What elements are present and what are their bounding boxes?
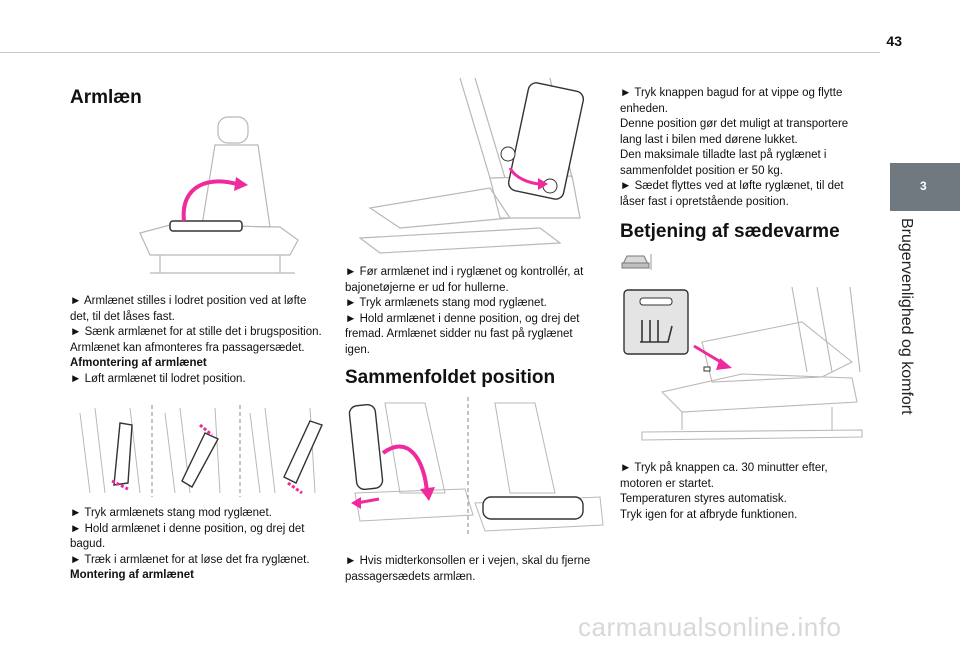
mounting-instructions: ► Før armlænet ind i ryglænet og kontrol…	[345, 265, 600, 358]
text-line: Armlænet kan afmonteres fra passagersæde…	[70, 341, 305, 354]
seat-heating-instructions: ► Tryk på knappen ca. 30 minutter efter,…	[620, 461, 860, 523]
header-rule	[0, 52, 880, 53]
car-equipment-icon	[620, 250, 654, 272]
subheading-removal: Afmontering af armlænet	[70, 357, 207, 369]
folding-instructions: ► Tryk knappen bagud for at vippe og fly…	[620, 86, 860, 210]
text-line: Temperaturen styres automatisk.	[620, 493, 787, 505]
armrest-instructions: ► Armlænet stilles i lodret position ved…	[70, 294, 325, 387]
section-heading-folded: Sammenfoldet position	[345, 367, 556, 388]
text-line: ► Sædet flyttes ved at løfte ryglænet, t…	[620, 180, 844, 208]
text-line: ► Tryk knappen bagud for at vippe og fly…	[620, 87, 843, 115]
section-heading-armrest: Armlæn	[70, 87, 142, 108]
text-line: Den maksimale tilladte last på ryglænet …	[620, 149, 827, 177]
text-line: ► Hold armlænet i denne position, og dre…	[345, 312, 580, 356]
text-line: ► Tryk armlænets stang mod ryglænet.	[345, 297, 547, 309]
text-line: ► Armlænet stilles i lodret position ved…	[70, 295, 307, 323]
chapter-number: 3	[920, 179, 927, 193]
subheading-mounting: Montering af armlænet	[70, 569, 194, 581]
folded-seat-illustration	[345, 393, 607, 541]
text-line: ► Sænk armlænet for at stille det i brug…	[70, 326, 322, 338]
armrest-mounting-illustration	[340, 78, 602, 258]
text-line: ► Træk i armlænet for at løse det fra ry…	[70, 553, 310, 566]
text-line: ► Hold armlænet i denne position, og dre…	[70, 522, 305, 551]
text-line: ► Hvis midterkonsollen er i vejen, skal …	[345, 555, 591, 583]
text-line: ► Tryk armlænets stang mod ryglænet.	[70, 507, 272, 519]
text-line: Tryk igen for at afbryde funktionen.	[620, 508, 798, 521]
armrest-removal-steps-illustration	[70, 403, 332, 499]
page-number: 43	[886, 33, 902, 49]
seat-armrest-raise-illustration	[130, 115, 320, 285]
text-line: ► Før armlænet ind i ryglænet og kontrol…	[345, 266, 584, 294]
section-heading-seat-heating: Betjening af sædevarme	[620, 221, 840, 242]
text-line: ► Tryk på knappen ca. 30 minutter efter,…	[620, 462, 828, 490]
watermark: carmanualsonline.info	[578, 612, 842, 642]
chapter-tab[interactable]: 3	[890, 163, 960, 211]
chapter-title-vertical: Brugervenlighed og komfort	[898, 218, 915, 415]
seat-heating-illustration	[622, 282, 872, 447]
text-line: ► Løft armlænet til lodret position.	[70, 372, 246, 385]
text-line: Denne position gør det muligt at transpo…	[620, 118, 849, 146]
folded-instructions: ► Hvis midterkonsollen er i vejen, skal …	[345, 554, 603, 585]
armrest-removal-instructions: ► Tryk armlænets stang mod ryglænet. ► H…	[70, 506, 328, 584]
